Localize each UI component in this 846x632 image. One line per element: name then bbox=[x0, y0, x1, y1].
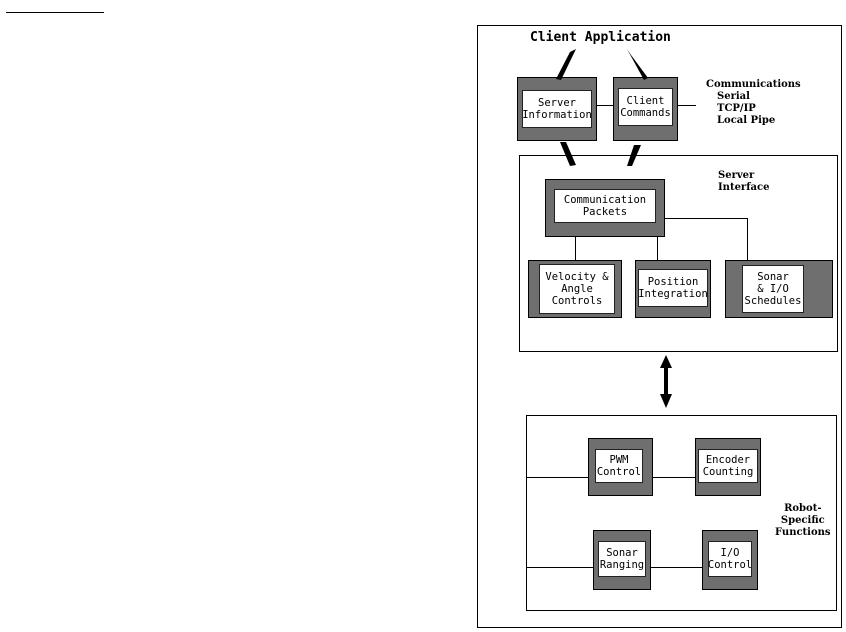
server-information-label: Server Information bbox=[522, 90, 592, 128]
arrow-to-server-information bbox=[560, 142, 576, 166]
bidirectional-arrow bbox=[660, 355, 672, 408]
communications-item: Local Pipe bbox=[717, 115, 776, 126]
position-integration-label: Position Integration bbox=[638, 269, 708, 307]
position-integration-box: Position Integration bbox=[635, 260, 711, 318]
diagram-title: Client Application bbox=[530, 30, 671, 45]
server-information-box: Server Information bbox=[517, 77, 597, 141]
arrow-from-client-commands bbox=[627, 145, 641, 166]
connector-line bbox=[575, 237, 576, 260]
communications-item: TCP/IP bbox=[717, 103, 756, 114]
top-left-rule bbox=[6, 12, 104, 13]
connector-line bbox=[527, 477, 588, 478]
arrow-to-title-left bbox=[556, 49, 576, 80]
connector-line bbox=[651, 567, 702, 568]
arrow-from-title-right bbox=[627, 49, 648, 80]
velocity-controls-label: Velocity & Angle Controls bbox=[539, 264, 615, 314]
connector-line bbox=[747, 218, 748, 260]
pwm-control-box: PWM Control bbox=[588, 438, 653, 496]
connector-line bbox=[597, 105, 613, 106]
pwm-control-label: PWM Control bbox=[595, 449, 643, 483]
diagram-frame bbox=[477, 25, 842, 628]
communications-heading: Communications bbox=[706, 79, 801, 90]
velocity-controls-box: Velocity & Angle Controls bbox=[528, 260, 622, 318]
sonar-ranging-label: Sonar Ranging bbox=[598, 541, 646, 577]
robot-functions-label: Robot- Specific Functions bbox=[775, 503, 831, 538]
communication-packets-box: Communication Packets bbox=[545, 179, 665, 237]
connector-line bbox=[678, 105, 696, 106]
connector-line bbox=[657, 237, 658, 260]
connector-line bbox=[527, 567, 593, 568]
server-interface-container bbox=[519, 155, 838, 352]
connector-line bbox=[653, 477, 695, 478]
communications-label: Communications Serial TCP/IP Local Pipe bbox=[706, 79, 801, 127]
client-commands-label: Client Commands bbox=[618, 88, 673, 126]
sonar-schedules-box: Sonar & I/O Schedules bbox=[725, 260, 833, 318]
encoder-counting-box: Encoder Counting bbox=[695, 438, 761, 496]
server-interface-label: Server Interface bbox=[718, 170, 770, 193]
io-control-label: I/O Control bbox=[708, 541, 752, 577]
robot-functions-container bbox=[526, 415, 837, 611]
communications-item: Serial bbox=[717, 91, 750, 102]
client-commands-box: Client Commands bbox=[613, 77, 678, 141]
sonar-ranging-box: Sonar Ranging bbox=[593, 530, 651, 590]
communication-packets-label: Communication Packets bbox=[554, 189, 656, 223]
connector-line bbox=[665, 218, 747, 219]
encoder-counting-label: Encoder Counting bbox=[698, 449, 758, 483]
io-control-box: I/O Control bbox=[702, 530, 758, 590]
sonar-schedules-label: Sonar & I/O Schedules bbox=[742, 265, 804, 313]
